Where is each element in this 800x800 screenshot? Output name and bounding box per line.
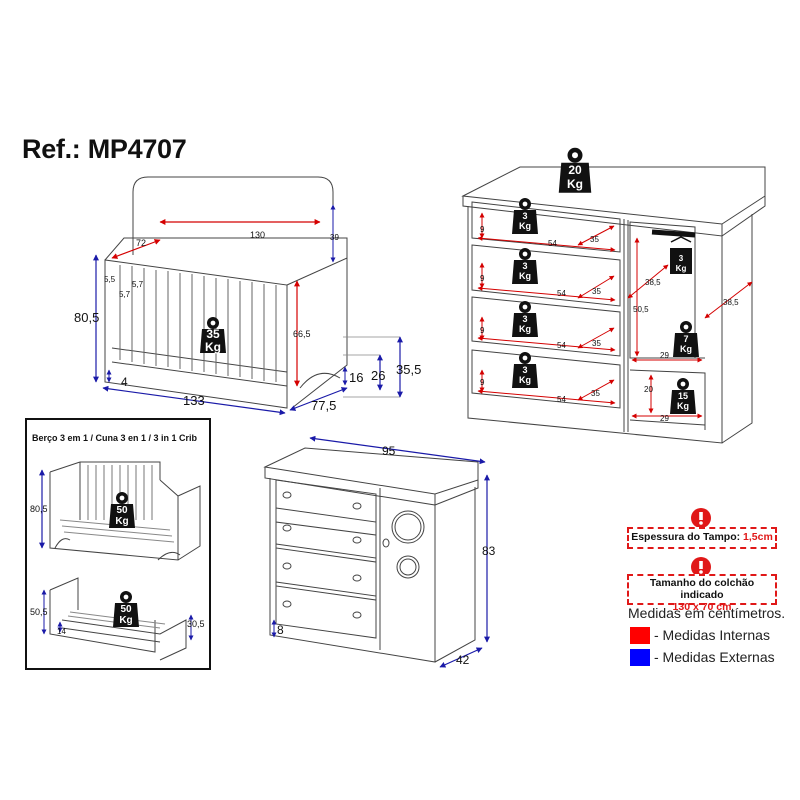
dim-5-7-a: 5,7 [132,280,144,289]
dim-130: 130 [250,230,265,240]
warning-icon [691,508,711,528]
svg-text:54: 54 [548,239,557,248]
bed2-weight-icon: 50 Kg [113,591,139,627]
svg-text:3: 3 [522,211,527,221]
dim-80-5: 80,5 [74,310,99,325]
dim-bed2-14: 14 [57,627,66,636]
svg-text:54: 54 [557,395,566,404]
svg-text:Kg: Kg [205,340,221,354]
svg-text:Kg: Kg [567,177,583,191]
dim-133: 133 [183,393,205,408]
dim-4: 4 [121,375,128,389]
dim-77-5: 77,5 [311,398,336,413]
svg-text:50: 50 [116,505,128,516]
dim-26: 26 [371,368,385,383]
drawer-weight-icon: 3 Kg [512,198,538,234]
svg-text:54: 54 [557,289,566,298]
dim-83: 83 [482,544,496,558]
dim-29-a: 29 [660,351,669,360]
svg-text:7: 7 [683,334,688,344]
rod-weight-icon: 3 Kg [670,236,692,274]
svg-text:Kg: Kg [680,344,692,354]
closed-dresser-drawing [263,447,479,663]
warning-icon [691,557,711,577]
dim-35-5: 35,5 [396,362,421,377]
legend-heading: Medidas em centímetros. [628,605,786,621]
open-dresser-drawing [461,166,766,444]
svg-text:9: 9 [480,274,485,283]
svg-text:15: 15 [678,391,688,401]
mattress-size-note: Tamanho do colchão indicado 130 x 70 cm [627,574,777,613]
svg-text:9: 9 [480,225,485,234]
shelf-weight-icon: 7 Kg [673,321,699,357]
dim-38-5-a: 38,5 [645,278,661,287]
drawer-weight-icon: 3 Kg [512,301,538,337]
legend-external: - Medidas Externas [654,649,775,665]
dim-bed2-30-5: 30,5 [187,619,205,629]
svg-text:Kg: Kg [519,324,531,334]
dim-bed1-80-5: 80,5 [30,504,48,514]
conversion-panel [25,418,211,670]
dim-39: 39 [330,233,339,242]
tampo-thickness-note: Espessura do Tampo: 1,5cm [627,527,777,549]
dim-20: 20 [644,385,653,394]
svg-text:3: 3 [522,261,527,271]
dim-66-5: 66,5 [293,329,311,339]
svg-text:35: 35 [591,389,600,398]
toddler-bed-drawing [49,461,201,561]
dim-5-5: 5,5 [104,275,116,284]
dim-16: 16 [349,370,363,385]
dim-72: 72 [136,238,146,248]
svg-text:Kg: Kg [519,271,531,281]
svg-text:3: 3 [679,254,684,263]
internal-color-swatch [630,627,650,644]
bed1-weight-icon: 50 Kg [109,492,135,528]
open-dresser-dimensions: 9 54 35 9 54 35 9 54 35 9 54 35 50,5 [477,212,753,423]
hanging-rod [651,229,696,238]
dim-50-5: 50,5 [633,305,649,314]
svg-text:Kg: Kg [676,264,687,273]
crib-drawing [104,176,348,409]
crib-dimensions: 130 39 72 80,5 5,5 5,7 5,7 66,5 4 133 77… [74,204,421,416]
mattress-label: Tamanho do colchão indicado [649,577,755,601]
dim-95: 95 [382,444,396,458]
legend-internal: - Medidas Internas [654,627,770,643]
dim-8: 8 [277,623,284,637]
svg-text:20: 20 [568,163,582,177]
dim-38-5-b: 38,5 [723,298,739,307]
svg-text:Kg: Kg [677,401,689,411]
svg-text:9: 9 [480,378,485,387]
external-color-swatch [630,649,650,666]
top-weight-icon: 20 Kg [558,147,592,193]
svg-text:35: 35 [592,339,601,348]
svg-text:3: 3 [522,314,527,324]
reference-code: Ref.: MP4707 [22,134,187,164]
conversion-title: Berço 3 em 1 / Cuna 3 en 1 / 3 in 1 Crib [32,433,198,443]
bottom-weight-icon: 15 Kg [670,378,696,414]
svg-text:Kg: Kg [115,516,128,527]
svg-text:Kg: Kg [519,375,531,385]
closed-dresser-dimensions: 95 83 42 8 [271,435,496,668]
dim-42: 42 [456,653,470,667]
svg-text:50: 50 [120,604,132,615]
svg-text:3: 3 [522,365,527,375]
svg-text:35: 35 [590,235,599,244]
dim-29-b: 29 [660,414,669,423]
tampo-value: 1,5cm [743,531,773,543]
svg-text:Kg: Kg [119,615,132,626]
drawer-weight-icon: 3 Kg [512,352,538,388]
crib-weight-icon: 35 Kg [200,317,226,354]
svg-text:35: 35 [206,327,220,341]
svg-text:54: 54 [557,341,566,350]
drawer-weight-icon: 3 Kg [512,248,538,284]
dim-bed2-50-5: 50,5 [30,607,48,617]
mattress-value: 130 x 70 cm [672,601,732,613]
dim-5-7-b: 5,7 [119,290,131,299]
tampo-label: Espessura do Tampo: [631,531,744,543]
svg-text:9: 9 [480,326,485,335]
svg-text:Kg: Kg [519,221,531,231]
svg-text:35: 35 [592,287,601,296]
